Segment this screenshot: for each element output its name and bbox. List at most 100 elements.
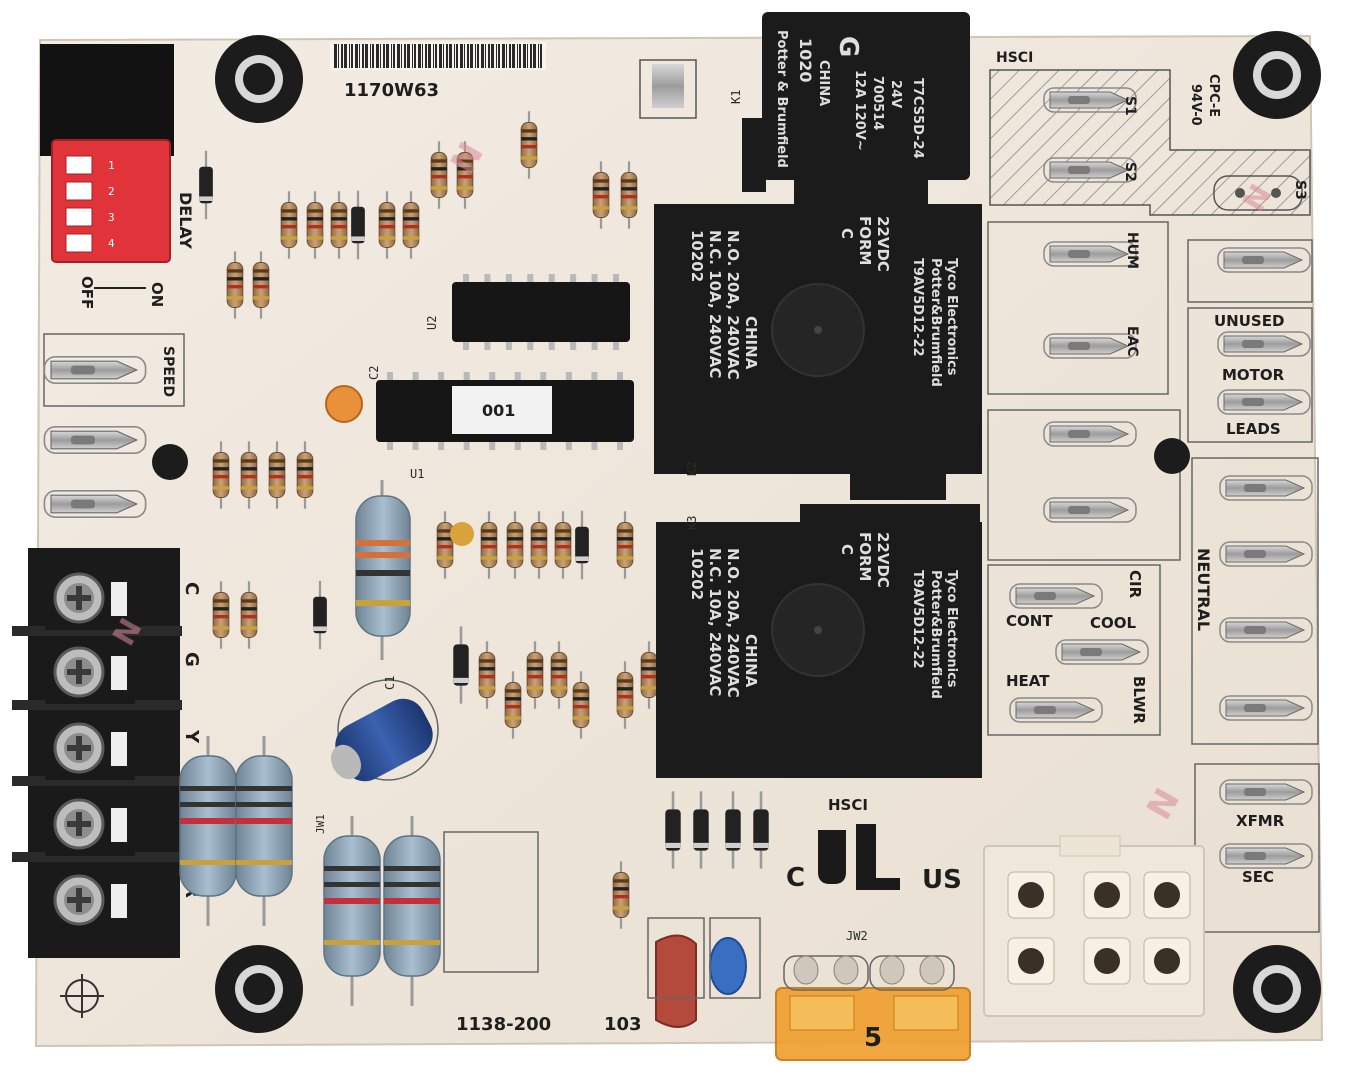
ic-pin: [617, 372, 623, 380]
svg-text:10202: 10202: [688, 230, 706, 282]
terminal-screw-r[interactable]: [43, 868, 137, 932]
ic-pin: [591, 372, 598, 380]
ic-pin: [527, 342, 534, 350]
svg-text:FORM: FORM: [856, 216, 874, 265]
barcode-bar: [349, 44, 350, 68]
barcode-bar: [425, 44, 427, 68]
svg-text:T9AV5D12-22: T9AV5D12-22: [910, 258, 925, 357]
barcode-bar: [370, 44, 371, 68]
svg-text:BLWR: BLWR: [1130, 676, 1148, 724]
svg-text:S3: S3: [1292, 180, 1308, 200]
ic-pin: [591, 274, 598, 282]
thermistor-right: [1154, 438, 1190, 474]
barcode-bar: [512, 44, 515, 68]
barcode-bar: [470, 44, 473, 68]
ic-pin: [527, 274, 534, 282]
ic-pin: [438, 442, 445, 450]
ic-pin: [438, 372, 445, 380]
terminal-screw-w[interactable]: [43, 792, 137, 856]
fiducial-bl: [60, 974, 104, 1018]
svg-text:24V: 24V: [888, 80, 903, 108]
ic-pin: [412, 442, 419, 450]
barcode-bar: [433, 44, 434, 68]
barcode-bar: [467, 44, 469, 68]
ul-logo: [818, 824, 900, 890]
hsci-mid: HSCI: [828, 796, 868, 814]
capacitor-c2: [325, 385, 363, 423]
barcode-bar: [383, 44, 385, 68]
blade-fuse[interactable]: [775, 987, 971, 1061]
barcode-bar: [460, 44, 463, 68]
power-resistor: [323, 816, 381, 1006]
svg-text:S2: S2: [1122, 162, 1138, 182]
k2-label: K2: [685, 462, 699, 476]
ic-pin: [548, 274, 555, 282]
ic-pin: [540, 372, 547, 380]
dip-label-off: OFF: [78, 276, 96, 309]
svg-text:N.O. 20A, 240VAC: N.O. 20A, 240VAC: [724, 548, 742, 698]
svg-text:Potter&Brumfield: Potter&Brumfield: [928, 570, 943, 699]
svg-text:Tyco Electronics: Tyco Electronics: [944, 258, 959, 376]
s3-pads: [1213, 175, 1303, 211]
svg-text:22VDC: 22VDC: [874, 532, 892, 588]
ic-pin: [463, 372, 470, 380]
svg-text:HUM: HUM: [1124, 232, 1140, 269]
svg-text:SEC: SEC: [1242, 868, 1274, 886]
relay-k2-text: Tyco Electronics Potter&Brumfield T9AV5D…: [688, 216, 959, 387]
barcode-bar: [538, 44, 539, 68]
terminal-screw-y[interactable]: [43, 716, 137, 780]
barcode-bar: [523, 44, 526, 68]
ic-pin: [540, 442, 547, 450]
ic-pin: [505, 342, 512, 350]
svg-text:C: C: [838, 228, 856, 239]
power-resistor: [235, 736, 293, 926]
dip-switch[interactable]: [51, 139, 171, 263]
barcode-bar: [509, 44, 511, 68]
barcode-bar: [443, 44, 444, 68]
power-resistor-array: [179, 736, 441, 1006]
ic-pin: [387, 442, 393, 450]
ic-pin: [489, 372, 496, 380]
k3-label: K3: [685, 516, 699, 530]
barcode-bar: [359, 44, 360, 68]
barcode-bar: [341, 44, 343, 68]
ul-c: C: [786, 863, 805, 893]
barcode-bar: [439, 44, 442, 68]
barcode-bar: [414, 44, 416, 68]
dip-label-delay: DELAY: [176, 192, 195, 249]
barcode-bar: [365, 44, 368, 68]
capacitor-yellow: [450, 522, 474, 546]
barcode-bar: [477, 44, 479, 68]
svg-text:HSCI: HSCI: [996, 50, 1033, 66]
barcode-bar: [456, 44, 458, 68]
barcode-bar: [401, 44, 402, 68]
svg-text:CHINA: CHINA: [742, 634, 760, 688]
mount-hole-tl: [215, 35, 303, 123]
zone-unused: [1187, 239, 1313, 303]
barcode-bar: [449, 44, 452, 68]
mount-hole-bl: [215, 945, 303, 1033]
relay-k1-text: Potter & Brumfield G 1020 CHINA 12A 120V…: [774, 30, 925, 168]
barcode-bar: [393, 44, 395, 68]
dip-numbers: 1 2 3 4: [108, 159, 115, 250]
zone-cir: [987, 564, 1161, 736]
barcode-bar: [338, 44, 339, 68]
relay-k1-socket: [639, 59, 697, 119]
thermistor-left: [152, 444, 188, 480]
c1-outline: [337, 679, 439, 781]
barcode-bar: [344, 44, 347, 68]
mount-hole-tr: [1233, 31, 1321, 119]
svg-text:4: 4: [108, 237, 115, 250]
c1-label: C1: [383, 676, 397, 690]
svg-text:N.C. 10A, 240VAC: N.C. 10A, 240VAC: [706, 230, 724, 378]
capacitor-blue: [709, 937, 747, 995]
svg-text:NEUTRAL: NEUTRAL: [1194, 548, 1213, 631]
ic-pin: [565, 372, 572, 380]
fuse-value: 5: [864, 1023, 882, 1053]
zone-neutral: [1191, 457, 1319, 745]
power-resistor-large: [355, 480, 411, 660]
dip-housing: [40, 44, 174, 156]
molex-connector[interactable]: [983, 835, 1205, 1017]
terminal-screw-g[interactable]: [43, 640, 137, 704]
relay-k3: [656, 504, 982, 778]
